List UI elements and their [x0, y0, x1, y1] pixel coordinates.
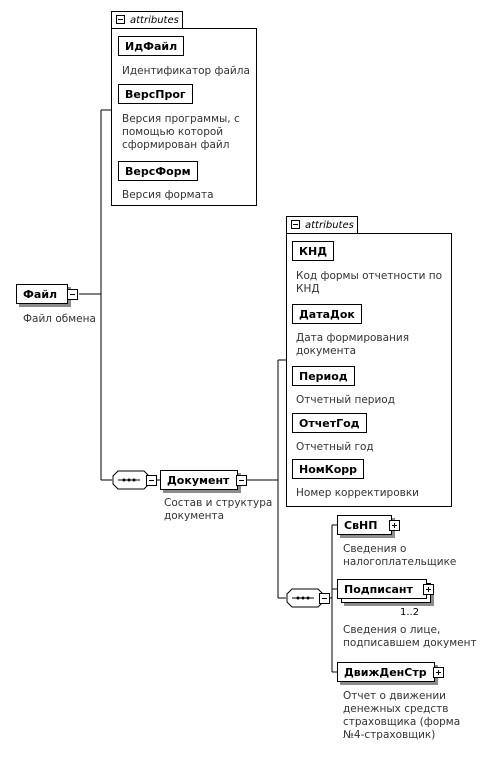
collapse-icon[interactable] [291, 220, 300, 229]
attribute-ИдФайл[interactable]: ИдФайл [118, 36, 185, 56]
attributes-tab-label: attributes [130, 15, 179, 26]
collapse-icon[interactable] [319, 593, 330, 604]
attribute-НомКорр[interactable]: НомКорр [292, 459, 365, 479]
attribute-desc: Код формы отчетности по КНД [296, 270, 443, 295]
child-desc: Отчет о движении денежных средств страхо… [343, 690, 461, 741]
expand-icon[interactable] [423, 584, 434, 595]
attribute-КНД[interactable]: КНД [292, 241, 334, 261]
root-desc: Файл обмена [23, 313, 96, 325]
attribute-desc: Дата формирования документа [296, 332, 410, 357]
child-desc: Сведения о лице, подписавшем документ [343, 624, 477, 649]
collapse-icon[interactable] [67, 289, 78, 300]
collapse-icon[interactable] [146, 475, 157, 486]
attribute-desc: Номер корректировки [296, 487, 419, 499]
attribute-ВерсФорм[interactable]: ВерсФорм [118, 161, 198, 181]
attribute-desc: Версия программы, с помощью которой сфор… [122, 113, 240, 151]
child-desc: Сведения о налогоплательщике [343, 543, 457, 568]
attribute-ДатаДок[interactable]: ДатаДок [292, 304, 362, 324]
attribute-ВерсПрог[interactable]: ВерсПрог [118, 84, 193, 104]
attribute-ОтчетГод[interactable]: ОтчетГод [292, 413, 367, 433]
sequence-icon [286, 588, 324, 608]
attribute-desc: Отчетный год [296, 441, 374, 453]
root-element[interactable]: Файл [16, 284, 68, 304]
expand-icon[interactable] [433, 667, 444, 678]
collapse-icon[interactable] [236, 475, 247, 486]
attribute-Период[interactable]: Период [292, 366, 355, 386]
attributes-tab: attributes [286, 216, 358, 233]
attribute-desc: Идентификатор файла [122, 65, 250, 77]
attributes-tab-label: attributes [305, 220, 354, 231]
attributes-tab: attributes [111, 11, 183, 28]
document-desc: Состав и структура документа [164, 497, 273, 522]
child-element-СвНП[interactable]: СвНП [337, 515, 392, 535]
child-element-Подписант[interactable]: Подписант [337, 579, 427, 599]
child-element-ДвижДенСтр[interactable]: ДвижДенСтр [337, 662, 435, 682]
multiplicity-label: 1..2 [400, 607, 420, 618]
collapse-icon[interactable] [116, 15, 125, 24]
attribute-desc: Отчетный период [296, 394, 395, 406]
expand-icon[interactable] [389, 520, 400, 531]
attribute-desc: Версия формата [122, 189, 214, 201]
document-element[interactable]: Документ [160, 470, 238, 490]
sequence-icon [112, 470, 150, 490]
